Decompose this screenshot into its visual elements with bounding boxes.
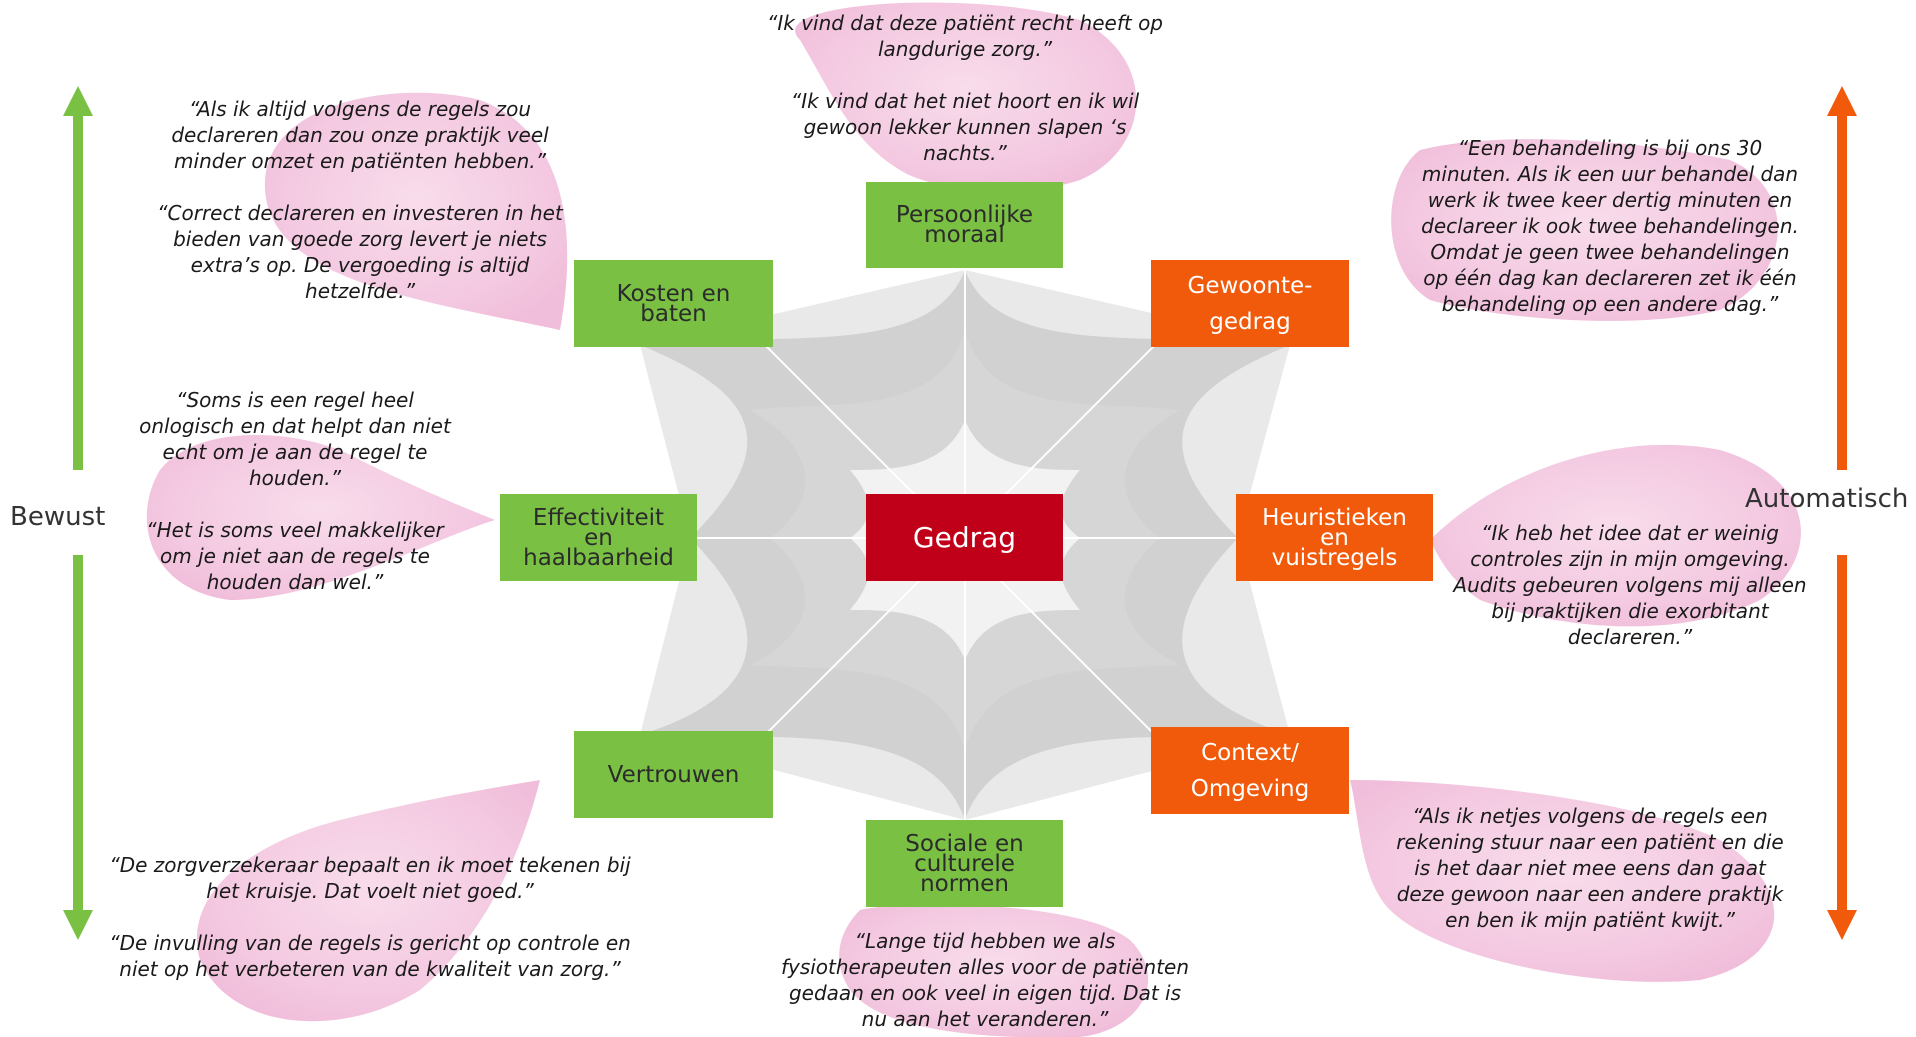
petal-right	[1430, 444, 1801, 627]
petal-left	[146, 435, 495, 600]
axis-label-automatisch: Automatisch	[1745, 484, 1909, 514]
petal-top-left	[264, 92, 568, 330]
node-label: Gewoonte- gedrag	[1187, 272, 1313, 335]
node-label: Persoonlijke moraal	[895, 202, 1034, 248]
node-label: Effectiviteit en haalbaarheid	[523, 504, 674, 571]
center-node-gedrag: Gedrag	[866, 494, 1063, 581]
petal-bottom-right	[1350, 780, 1775, 982]
node-label: Context/ Omgeving	[1190, 739, 1310, 802]
node-kosten-en-baten: Kosten en baten	[574, 260, 773, 347]
petal-bottom-left	[196, 780, 540, 1022]
quote-right: “Ik heb het idee dat er weinig controles…	[1453, 521, 1807, 649]
petal-top	[795, 2, 1137, 191]
petal-top-right	[1391, 139, 1778, 321]
quote-bottom: “Lange tijd hebben we als fysiotherapeut…	[780, 929, 1190, 1031]
node-effectiviteit: Effectiviteit en haalbaarheid	[500, 494, 697, 581]
node-label: Heuristieken en vuistregels	[1262, 504, 1407, 571]
node-heuristieken: Heuristieken en vuistregels	[1236, 494, 1433, 581]
quote-bottom-right: “Als ik netjes volgens de regels een rek…	[1396, 804, 1784, 932]
node-label: Kosten en baten	[616, 280, 731, 327]
node-gewoontegedrag: Gewoonte- gedrag	[1151, 260, 1349, 347]
quote-top-right: “Een behandeling is bij ons 30 minuten. …	[1421, 136, 1799, 316]
quote-top-left: “Als ik altijd volgens de regels zou dec…	[157, 97, 563, 303]
petal-bottom	[839, 904, 1149, 1037]
right-axis-arrow	[1827, 86, 1857, 940]
node-label: Sociale en culturele normen	[905, 830, 1024, 897]
axis-label-bewust: Bewust	[10, 502, 106, 532]
node-vertrouwen: Vertrouwen	[574, 731, 773, 818]
quote-top: “Ik vind dat deze patiënt recht heeft op…	[766, 11, 1163, 165]
quote-bottom-left: “De zorgverzekeraar bepaalt en ik moet t…	[109, 853, 631, 981]
node-persoonlijke-moraal: Persoonlijke moraal	[866, 182, 1063, 268]
quote-left: “Soms is een regel heel onlogisch en dat…	[139, 388, 451, 594]
node-sociale-normen: Sociale en culturele normen	[866, 820, 1063, 907]
quote-petals	[146, 2, 1801, 1037]
center-node-label: Gedrag	[912, 520, 1017, 554]
left-axis-arrow	[63, 86, 93, 940]
node-context-omgeving: Context/ Omgeving	[1151, 727, 1349, 814]
node-label: Vertrouwen	[607, 761, 740, 788]
